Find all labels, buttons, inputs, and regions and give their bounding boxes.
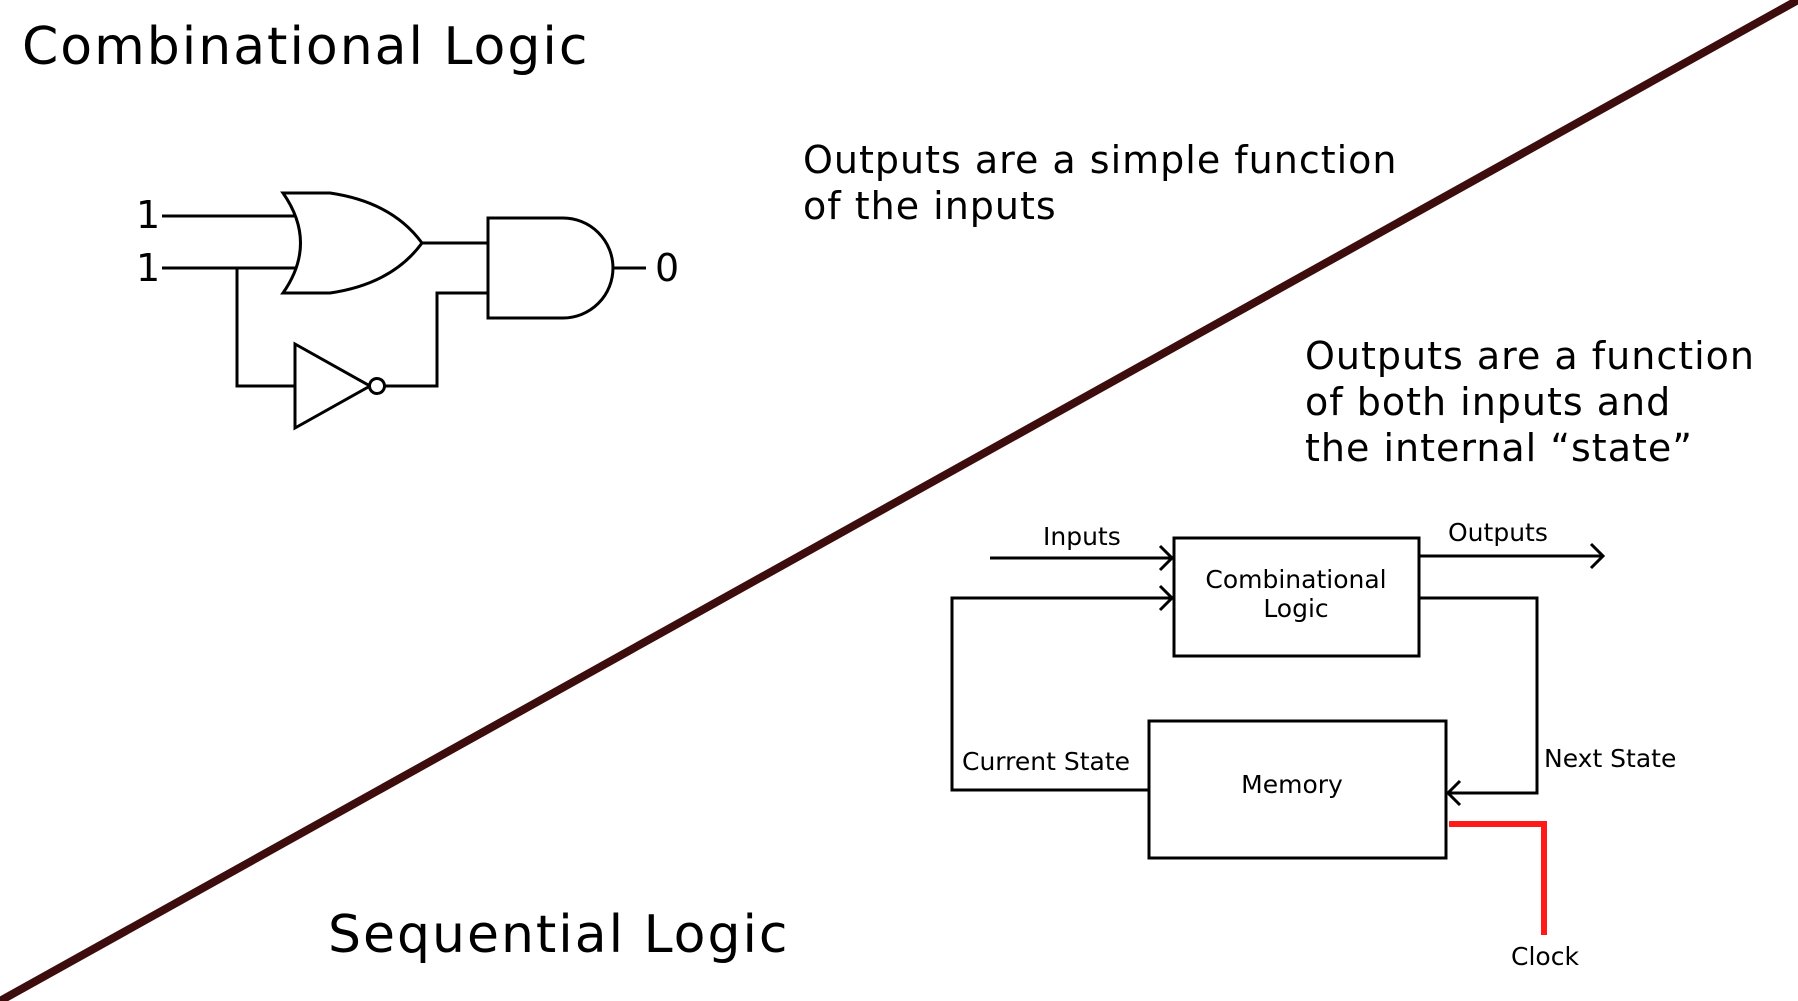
- combinational-logic-title: Combinational Logic: [22, 17, 589, 77]
- combinational-description-line-2: of the inputs: [803, 184, 1057, 228]
- outputs-arrow-head-icon: [1589, 542, 1606, 570]
- sequential-description-line-3: the internal “state”: [1305, 426, 1693, 470]
- inputs-label: Inputs: [1043, 522, 1121, 551]
- not-gate-icon: [293, 341, 374, 431]
- current-state-arrow-head-icon: [1158, 584, 1175, 612]
- gate-circuit: 1 1 0: [136, 191, 679, 431]
- combinational-logic-box-line-2: Logic: [1263, 594, 1328, 623]
- input-a-value: 1: [136, 193, 160, 237]
- clock-wire: [1449, 821, 1547, 935]
- input-b-value: 1: [136, 246, 160, 290]
- output-value: 0: [655, 246, 679, 290]
- combinational-logic-box-line-1: Combinational: [1205, 565, 1386, 594]
- sequential-logic-title: Sequential Logic: [328, 905, 790, 965]
- next-state-wire: [1419, 596, 1539, 795]
- sequential-description-line-1: Outputs are a function: [1305, 334, 1755, 378]
- outputs-label: Outputs: [1448, 518, 1548, 547]
- and-gate-icon: [486, 216, 615, 320]
- next-state-label: Next State: [1544, 744, 1676, 773]
- current-state-wire: [950, 596, 1172, 792]
- not-gate-output-wire: [385, 291, 488, 388]
- not-gate-bubble: [368, 377, 386, 395]
- next-state-arrow-head-icon: [1445, 779, 1462, 807]
- or-gate-icon: [280, 191, 424, 295]
- sequential-block-diagram: Inputs Combinational Logic Outputs Next …: [950, 518, 1676, 971]
- inputs-arrow-head-icon: [1158, 544, 1175, 572]
- combinational-description-line-1: Outputs are a simple function: [803, 138, 1398, 182]
- not-gate-input-wire: [235, 268, 295, 388]
- current-state-label: Current State: [962, 747, 1130, 776]
- clock-label: Clock: [1511, 942, 1579, 971]
- memory-box-label: Memory: [1241, 770, 1343, 799]
- memory-box: [1147, 719, 1448, 860]
- combinational-logic-box: [1172, 536, 1421, 658]
- sequential-description-line-2: of both inputs and: [1305, 380, 1671, 424]
